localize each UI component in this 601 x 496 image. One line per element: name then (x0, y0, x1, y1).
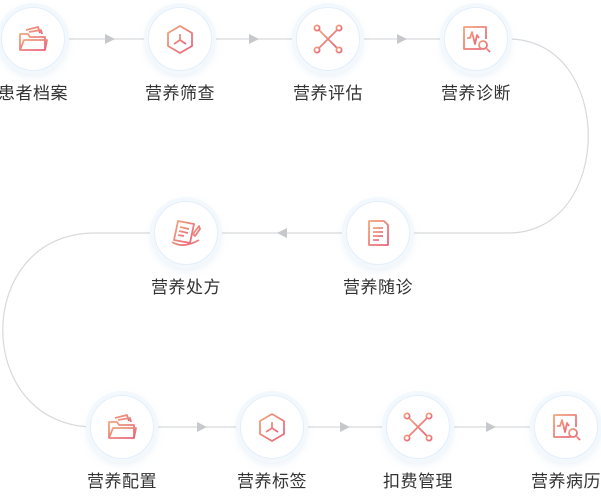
cube-icon (259, 413, 285, 442)
step-label: 患者档案 (0, 84, 68, 104)
step-label: 营养处方 (151, 278, 221, 298)
cube-icon (167, 25, 193, 54)
step-label: 营养随诊 (343, 278, 413, 298)
step-label: 营养筛查 (145, 84, 215, 104)
clipboard-icon (368, 220, 389, 246)
prescription-pen-icon (171, 220, 201, 246)
step-circle[interactable] (534, 395, 598, 459)
connector-4-5-curve (410, 38, 589, 234)
step-circle[interactable] (1, 7, 65, 71)
step-circle[interactable] (154, 201, 218, 265)
step-circle[interactable] (444, 7, 508, 71)
chart-search-icon (463, 26, 491, 53)
step-circle[interactable] (90, 395, 154, 459)
arrow-left-icon (277, 228, 287, 238)
arrow-right-icon (197, 422, 207, 432)
arrow-right-icon (249, 34, 259, 44)
network-icon (403, 412, 433, 442)
arrow-right-icon (105, 34, 115, 44)
step-circle[interactable] (296, 7, 360, 71)
arrow-right-icon (340, 422, 350, 432)
connector-6-7-curve (2, 232, 154, 428)
arrow-right-icon (397, 34, 407, 44)
step-label: 营养标签 (237, 472, 307, 492)
step-circle[interactable] (240, 395, 304, 459)
folder-icon (19, 26, 48, 51)
step-label: 营养配置 (87, 472, 157, 492)
network-icon (313, 24, 343, 54)
step-circle[interactable] (148, 7, 212, 71)
step-label: 营养评估 (293, 84, 363, 104)
chart-search-icon (553, 414, 581, 441)
step-label: 营养诊断 (441, 84, 511, 104)
folder-icon (108, 414, 137, 439)
arrow-right-icon (486, 422, 496, 432)
step-circle[interactable] (386, 395, 450, 459)
step-label: 营养病历 (531, 472, 601, 492)
step-circle[interactable] (346, 201, 410, 265)
step-label: 扣费管理 (383, 472, 453, 492)
